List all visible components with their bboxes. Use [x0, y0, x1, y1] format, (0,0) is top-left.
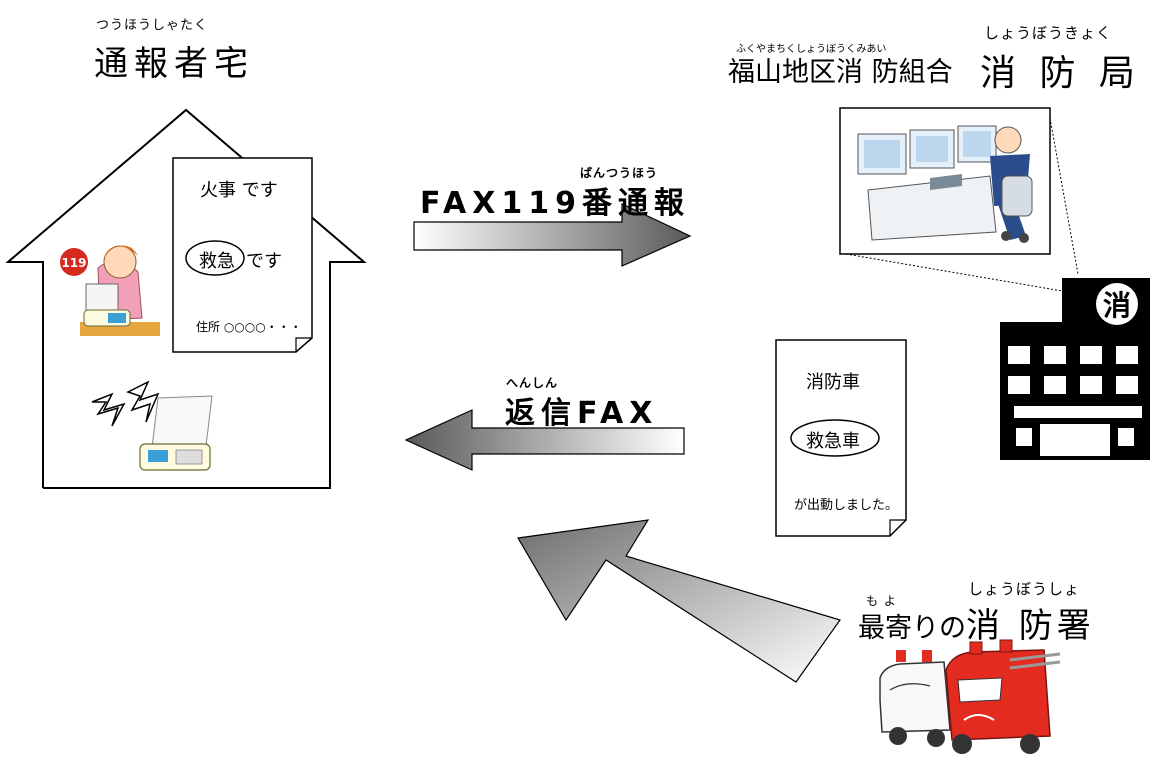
station-ruby-left: も よ	[866, 594, 897, 608]
station-ruby-right: しょうぼうしょ	[968, 580, 1081, 598]
hq-bureau-ruby: しょうぼうきょく	[984, 24, 1113, 42]
caller-illustration	[60, 245, 160, 336]
house-doc-line-3: 住所 ○○○○・・・	[196, 320, 302, 334]
callout-line	[845, 253, 1069, 293]
reply-doc-circled: 救急車	[806, 431, 860, 452]
fax-report-arrow	[413, 203, 692, 267]
building-sign: 消	[1103, 289, 1131, 322]
reply-doc-line-1: 消防車	[806, 372, 860, 393]
station-title-right: 消 防署	[966, 606, 1095, 646]
reply-arrow-label-kanji: 返信	[505, 396, 577, 431]
reply-arrow-label: 返信FAX	[505, 388, 658, 432]
house-title-ruby: つうほうしゃたく	[96, 18, 209, 33]
call-badge-119: 119	[61, 256, 86, 270]
reply-fax-arrow	[404, 409, 685, 471]
fax-arrow-label: FAX119番通報	[420, 178, 690, 222]
house-doc-line-2: です	[246, 251, 282, 272]
hq-union: 福山地区消 防組合	[728, 57, 953, 88]
ringing-lightning-icon	[91, 392, 126, 427]
house-doc-line-1: 火事 です	[200, 180, 278, 201]
fax-machine-illustration	[139, 395, 213, 471]
hq-bureau: 消 防 局	[980, 53, 1141, 94]
station-title-left: 最寄りの	[858, 613, 966, 644]
callout-line-2	[1049, 117, 1079, 275]
reply-document	[775, 339, 907, 537]
fax-arrow-ruby: ばんつうほう	[580, 166, 659, 180]
fire-bureau-building	[1000, 278, 1150, 460]
dispatcher-illustration	[857, 125, 1033, 243]
ringing-lightning-icon-2	[126, 380, 160, 423]
fax-arrow-label-kanji: 番通報	[582, 186, 691, 221]
dispatch-arrow	[517, 519, 841, 683]
house-doc-circle	[185, 240, 245, 276]
fire-engines-illustration	[879, 639, 1061, 754]
house-document	[172, 157, 313, 353]
reply-arrow-label-suffix: FAX	[577, 396, 659, 431]
hq-union-ruby: ふくやまちくしょうぼうくみあい	[736, 44, 887, 55]
reply-doc-circle	[790, 419, 880, 457]
house-doc-circled: 救急	[199, 251, 235, 272]
house-title: 通報者宅	[94, 44, 254, 84]
fax-arrow-label-prefix: FAX119	[420, 186, 583, 221]
reply-arrow-ruby: へんしん	[506, 376, 559, 390]
reply-doc-line-3: が出動しました。	[794, 498, 899, 513]
